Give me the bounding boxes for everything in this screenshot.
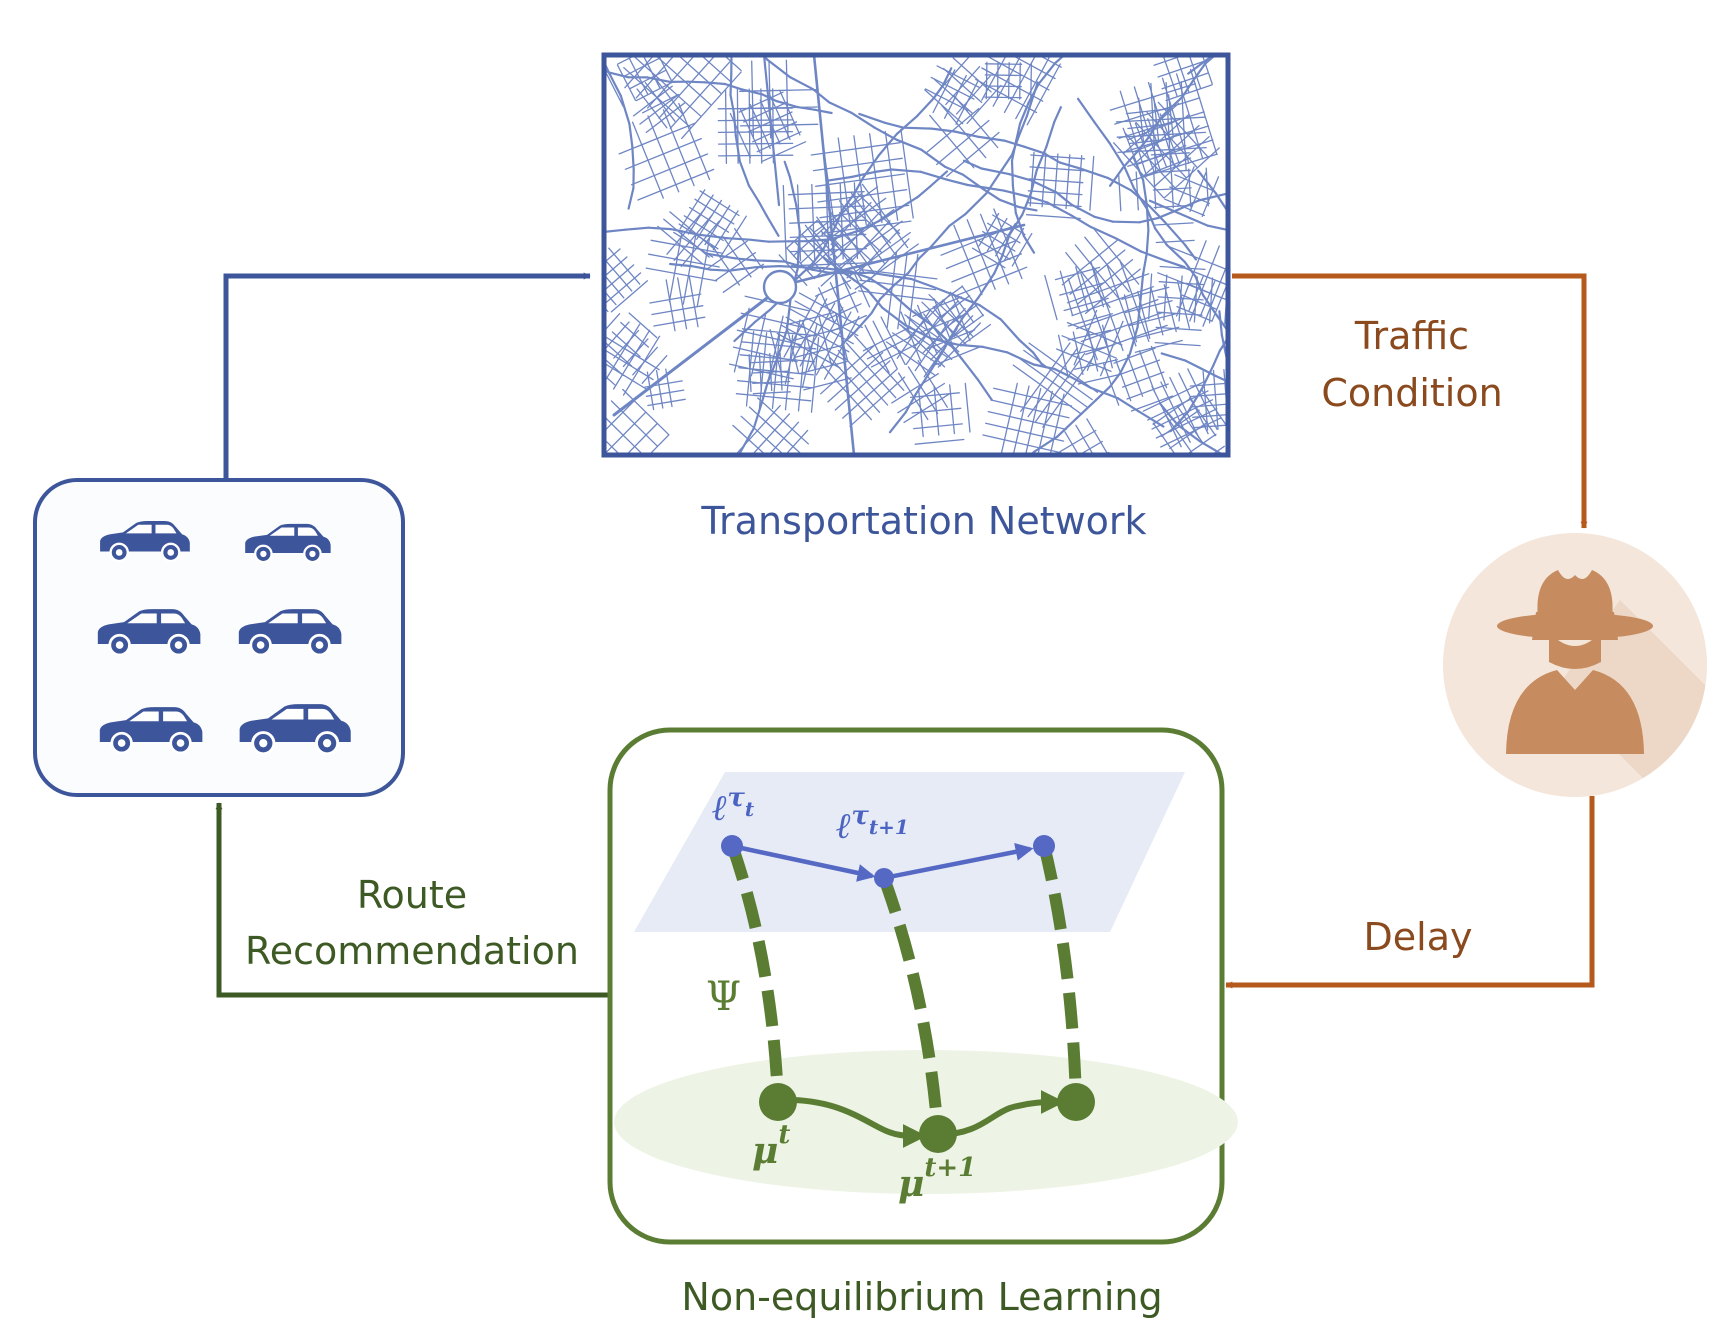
cost-trajectory-edge-1 (731, 843, 876, 882)
learning-label: Non-equilibrium Learning (681, 1275, 1162, 1319)
distribution-label-1: μt (752, 1120, 790, 1172)
distribution-label-2: μt+1 (898, 1153, 976, 1205)
delay-label: Delay (1364, 915, 1473, 959)
distribution-edge-2 (937, 1090, 1065, 1138)
cost-node-1 (721, 835, 743, 857)
traffic-condition-label: Traffic (1354, 314, 1469, 358)
distribution-node-1 (759, 1083, 797, 1121)
cost-label-1: ℓτt (712, 783, 755, 829)
transportation-network-label: Transportation Network (700, 499, 1146, 543)
route-recommendation-label: Route (357, 873, 467, 917)
psi-label: Ψ (706, 974, 741, 1020)
cost-label-2: ℓτt+1 (836, 801, 909, 847)
psi-mapping-2 (878, 875, 944, 1136)
distribution-node-2 (919, 1115, 957, 1153)
spy-icon (1443, 533, 1707, 797)
traffic-condition-arrow (1232, 273, 1588, 529)
distribution-edge-1 (777, 1096, 927, 1148)
vehicles-to-network-arrow (223, 272, 591, 478)
cost-node-2 (874, 868, 894, 888)
cost-trajectory-edge-2 (883, 842, 1034, 881)
delay-arrow (1225, 796, 1595, 989)
cost-plane (634, 772, 1185, 932)
cost-node-3 (1033, 835, 1055, 857)
learning-box: ℓτt ℓτt+1 Ψ μt μt+1 (607, 727, 1238, 1245)
transportation-network-map (601, 52, 1231, 458)
vehicles-box (33, 478, 405, 797)
psi-mapping-1 (726, 843, 784, 1101)
traffic-condition-label-line2: Condition (1321, 371, 1502, 415)
route-recommendation-arrow (215, 802, 608, 998)
route-recommendation-label-line2: Recommendation (245, 929, 579, 973)
distribution-node-3 (1057, 1083, 1095, 1121)
psi-mapping-3 (1038, 843, 1082, 1101)
